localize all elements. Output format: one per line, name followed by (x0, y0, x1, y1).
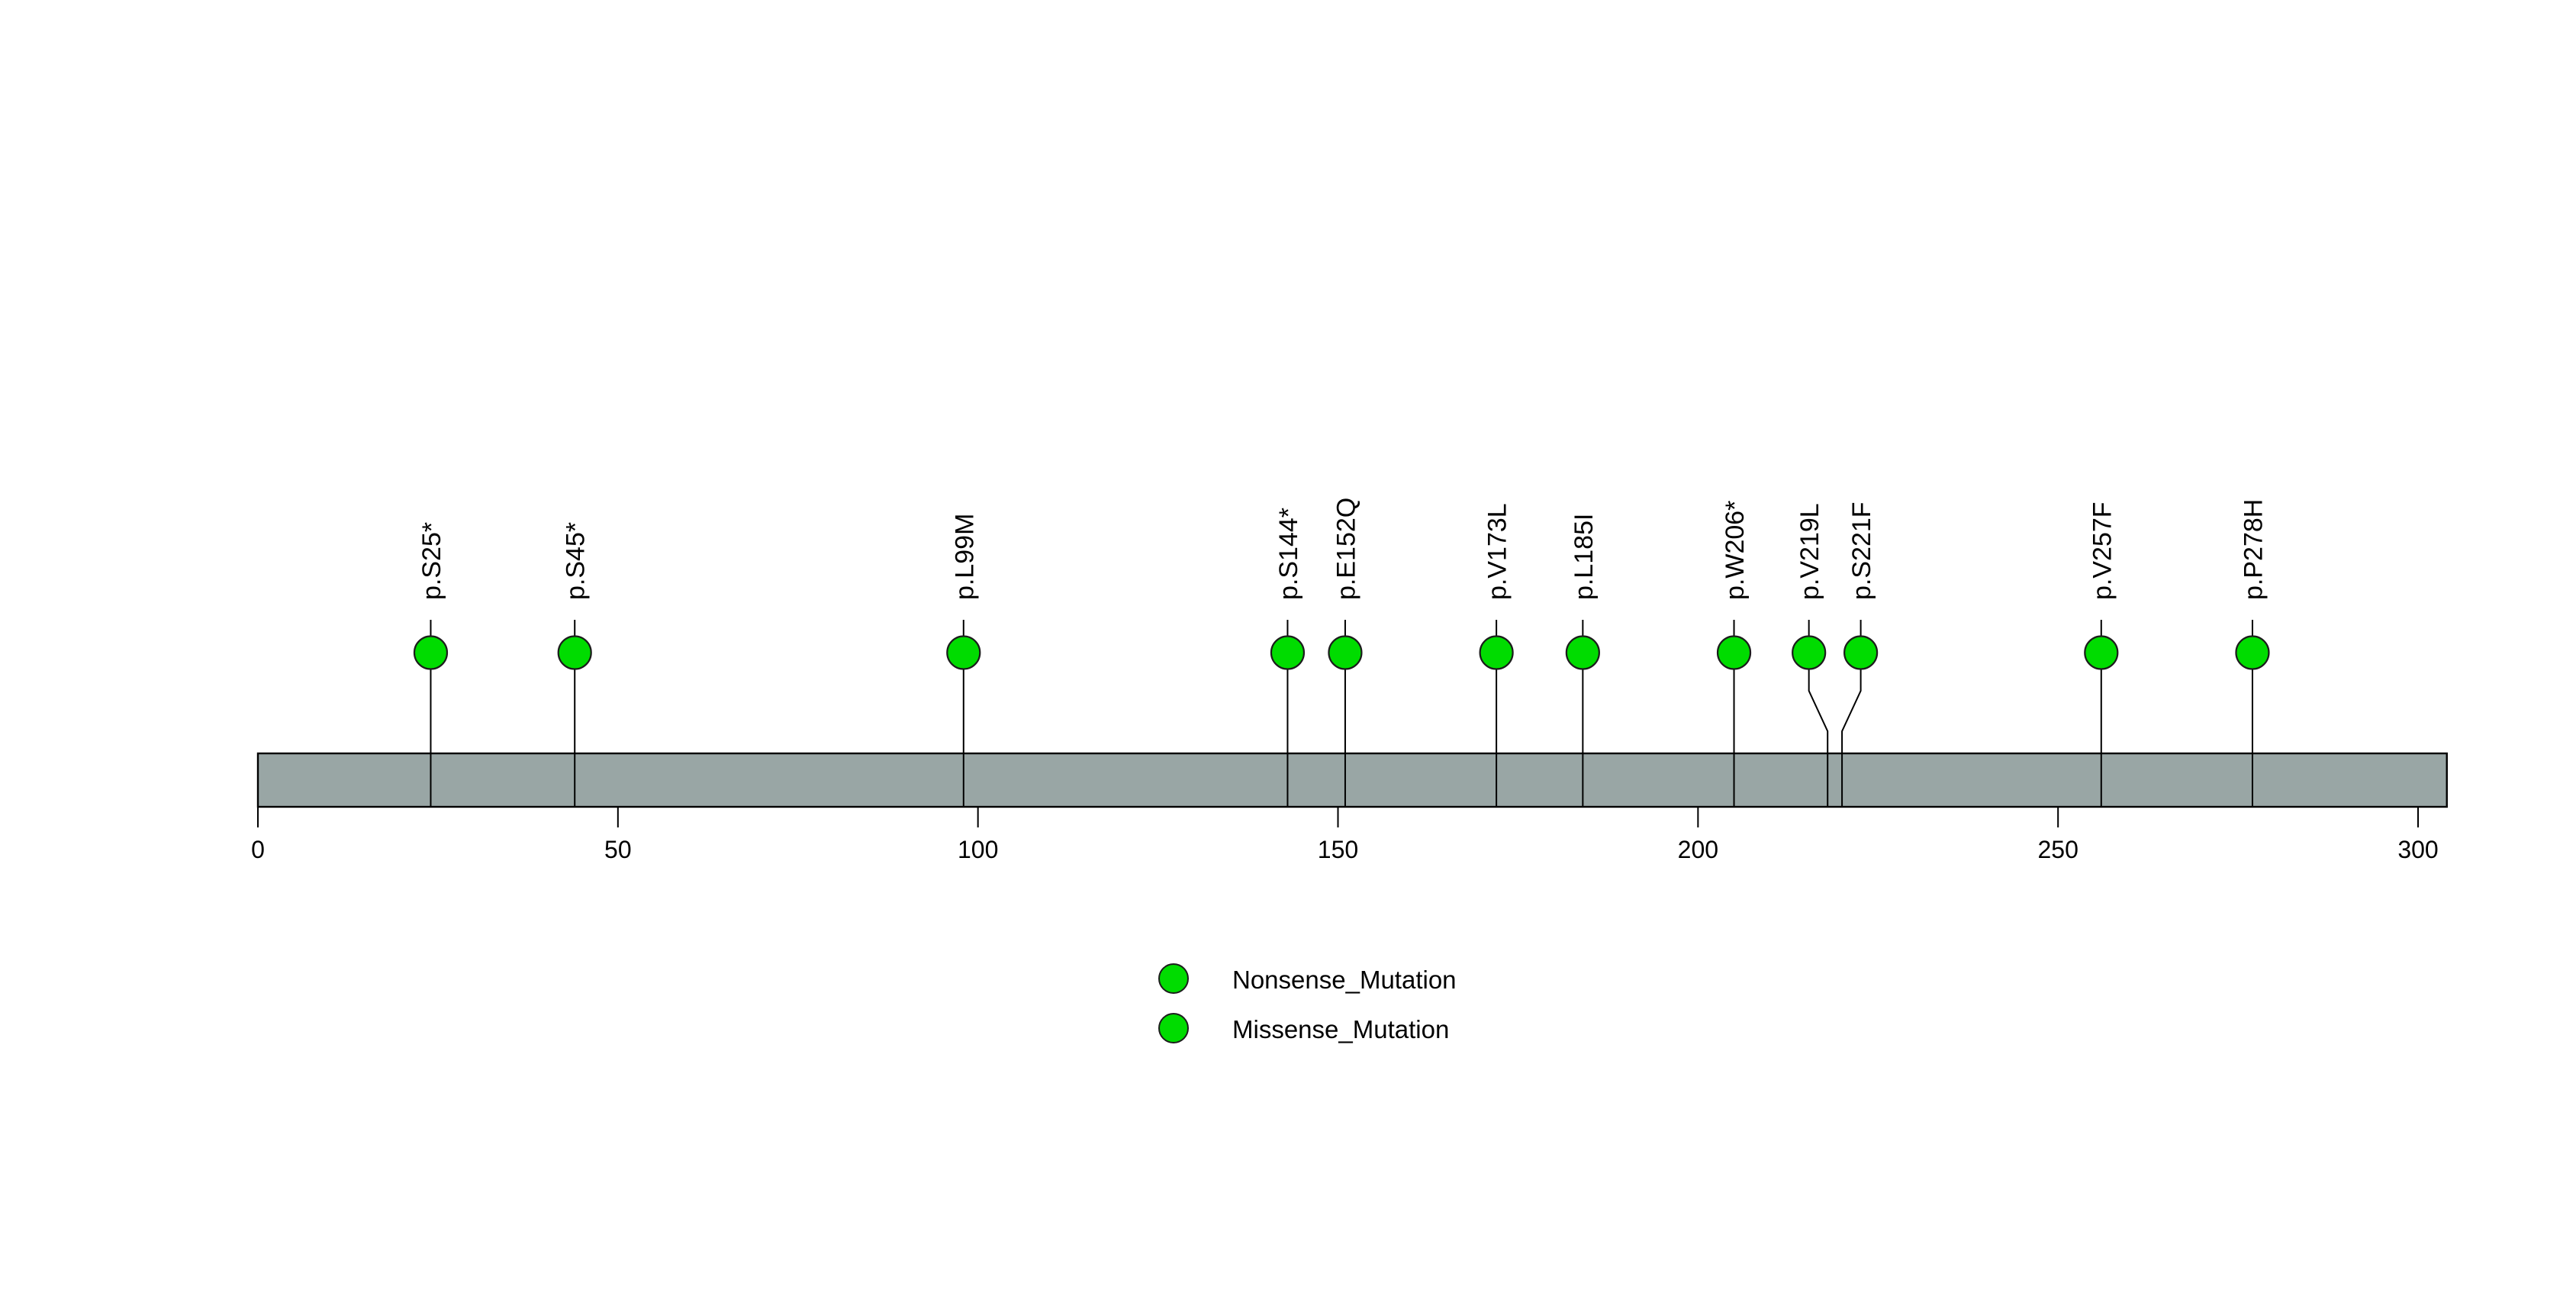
lollipop-circle (1792, 635, 1827, 670)
axis-tick-label: 50 (604, 836, 632, 863)
mutation-label: p.S221F (1847, 501, 1876, 600)
mutation-label: p.S45* (562, 522, 591, 600)
lollipop-circle (2235, 635, 2270, 670)
mutation-label: p.S25* (417, 522, 446, 600)
axis-tick-label: 200 (1678, 836, 1718, 863)
mutation-label: p.W206* (1721, 501, 1750, 600)
protein-backbone (256, 752, 2448, 808)
legend-circle-missense (1158, 1013, 1189, 1043)
mutation-label: p.E152Q (1331, 498, 1360, 600)
lollipop-circle (1270, 635, 1306, 670)
lollipop-circle (557, 635, 592, 670)
axis-tick-label: 150 (1318, 836, 1358, 863)
mutation-label: p.V257F (2088, 501, 2117, 600)
mutation-labels: p.S25* p.S45* p.L99M p.S144* p.E152Q p.V173L p… (417, 498, 2268, 600)
axis-tick-label: 100 (958, 836, 998, 863)
legend-label-missense: Missense_Mutation (1232, 1015, 1449, 1043)
mutation-label: p.V219L (1795, 503, 1824, 600)
legend-label-nonsense: Nonsense_Mutation (1232, 966, 1457, 994)
lollipop-circle (2084, 635, 2119, 670)
lollipop-circle (1565, 635, 1600, 670)
x-axis: 0 50 100 150 200 250 300 (251, 807, 2439, 863)
mutation-label: p.V173L (1483, 503, 1512, 600)
mutation-label: p.S144* (1274, 508, 1303, 600)
legend: Nonsense_Mutation Missense_Mutation (1158, 963, 1457, 1043)
axis-tick-label: 250 (2037, 836, 2078, 863)
lollipop-circle (1479, 635, 1514, 670)
lollipop-circles (413, 635, 2270, 670)
lollipop-circle (1843, 635, 1879, 670)
axis-tick-label: 0 (251, 836, 265, 863)
mutation-label: p.L185I (1570, 514, 1599, 600)
lollipop-circle (413, 635, 449, 670)
legend-circle-nonsense (1158, 963, 1189, 994)
lollipop-circle (1716, 635, 1752, 670)
lollipop-circle (946, 635, 981, 670)
axis-tick-label: 300 (2397, 836, 2438, 863)
mutation-label: p.P278H (2239, 499, 2268, 600)
lollipop-circle (1328, 635, 1363, 670)
mutation-label: p.L99M (950, 514, 979, 600)
